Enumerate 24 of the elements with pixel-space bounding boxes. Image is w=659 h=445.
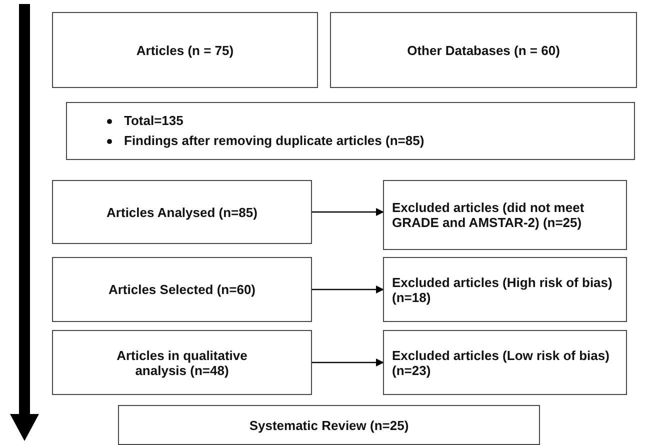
box-label: Excluded articles (High risk of bias) (n=18) <box>392 274 614 304</box>
process-box <box>383 330 627 395</box>
box-label: Articles (n = 75) <box>136 42 234 58</box>
process-box <box>383 257 627 322</box>
process-box <box>330 12 637 88</box>
arrow <box>312 358 384 366</box>
process-box <box>118 405 540 445</box>
box-label: Systematic Review (n=25) <box>249 418 409 432</box>
process-box <box>52 12 318 88</box>
box-label: Excluded articles (did not meet GRADE and AMSTAR-2) (n=25) <box>392 200 586 230</box>
bullet-item: Findings after removing duplicate articles (n=85) <box>124 132 424 150</box>
process-box <box>383 180 627 250</box>
box-label: Articles Selected (n=60) <box>108 282 256 297</box>
process-box <box>52 257 312 322</box>
bullet-item: Total=135 <box>124 112 184 130</box>
box-label: Articles Analysed (n=85) <box>106 204 258 220</box>
box-label: Excluded articles (Low risk of bias) (n=23) <box>392 348 610 378</box>
arrow <box>312 208 384 216</box>
box-label: Other Databases (n = 60) <box>407 42 560 58</box>
box-label: Articles in qualitative analysis (n=48) <box>116 348 248 378</box>
arrow <box>312 286 384 294</box>
process-box <box>66 102 635 160</box>
process-box <box>52 180 312 244</box>
process-box <box>52 330 312 395</box>
